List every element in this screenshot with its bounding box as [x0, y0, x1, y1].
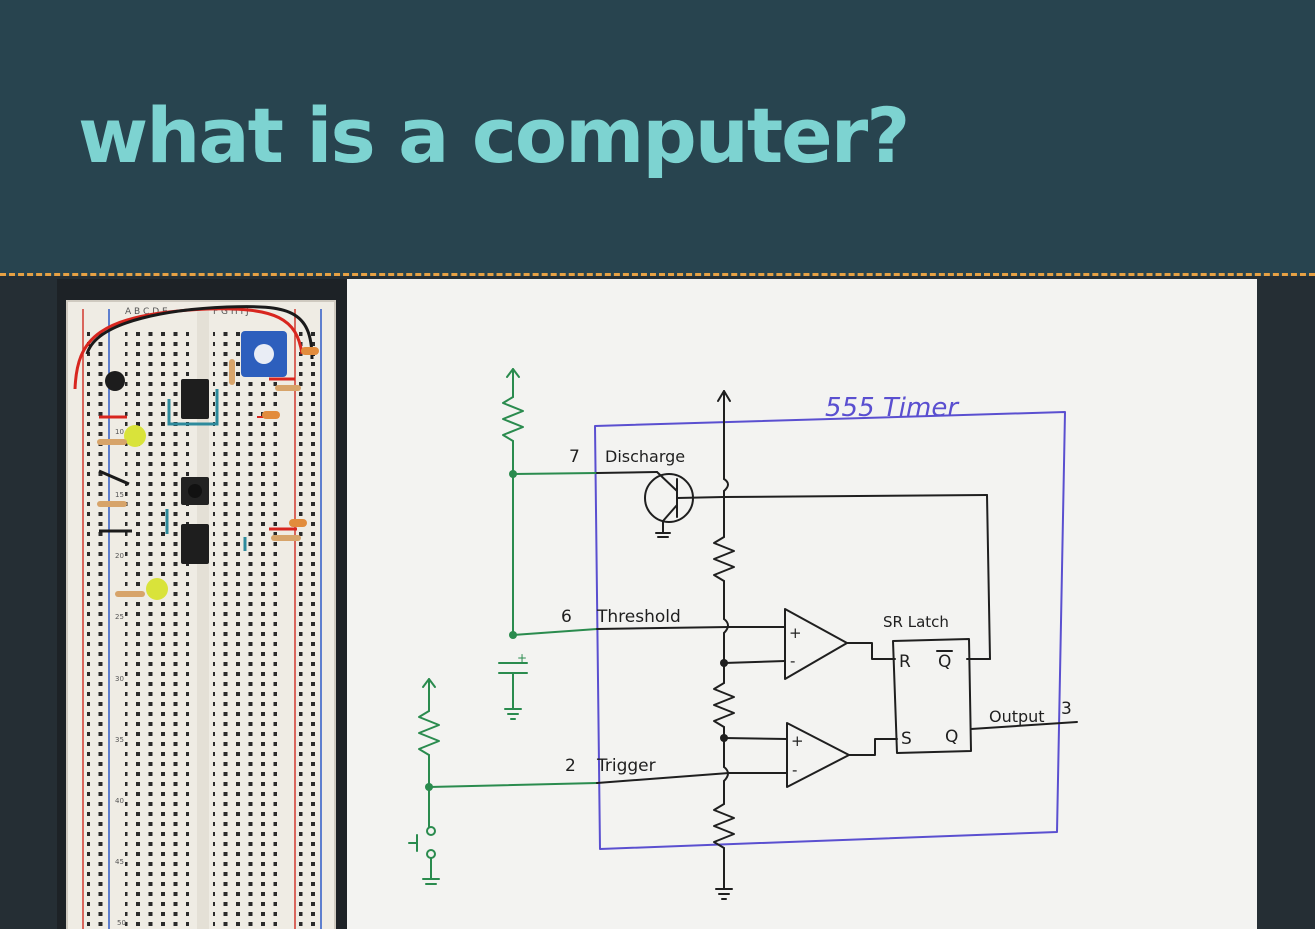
pin-number: 6 — [561, 607, 572, 627]
comparator-minus: - — [790, 652, 795, 670]
row-number: 50 — [117, 919, 126, 927]
ic-chip — [181, 379, 209, 419]
led — [146, 578, 168, 600]
comparator-plus: + — [789, 624, 802, 642]
row-number: 10 — [115, 428, 124, 436]
row-number: 40 — [115, 797, 124, 805]
timer-title: 555 Timer — [825, 393, 960, 423]
column-letters-right: F G H I J — [213, 307, 249, 317]
comparator-minus: - — [792, 761, 797, 779]
latch-title: SR Latch — [883, 613, 949, 631]
output-label: Output — [989, 707, 1045, 726]
photo-canvas: A B C D E F G H I J 10 15 20 25 30 35 40… — [57, 279, 1078, 929]
latch-q: Q — [945, 727, 958, 747]
timer-box — [594, 411, 1066, 850]
latch-r: R — [899, 652, 911, 672]
external-network — [408, 368, 598, 885]
row-number: 15 — [115, 491, 124, 499]
led — [124, 425, 146, 447]
comparator-plus: + — [791, 732, 804, 750]
breadboard: A B C D E F G H I J 10 15 20 25 30 35 40… — [57, 279, 347, 929]
pin-label-discharge: Discharge — [605, 447, 685, 466]
cap-plus: + — [517, 651, 527, 665]
column-letters: A B C D E — [125, 307, 168, 317]
row-number: 20 — [115, 552, 124, 560]
row-number: 30 — [115, 675, 124, 683]
pin-label-threshold: Threshold — [596, 607, 681, 627]
circuit-photo: A B C D E F G H I J 10 15 20 25 30 35 40… — [57, 279, 1257, 929]
header-divider — [0, 273, 1315, 276]
output-number: 3 — [1061, 699, 1072, 719]
latch-qbar: Q — [938, 652, 951, 672]
ic-chip — [181, 524, 209, 564]
slide-title: what is a computer? — [78, 91, 910, 180]
internal-circuit — [596, 390, 1078, 900]
pin-label-trigger: Trigger — [596, 756, 656, 776]
pin-number: 2 — [565, 756, 576, 776]
pin-number: 7 — [569, 447, 580, 467]
slide-header: what is a computer? — [0, 0, 1315, 276]
row-number: 45 — [115, 858, 124, 866]
row-number: 25 — [115, 613, 124, 621]
schematic-555: 555 Timer — [408, 368, 1078, 900]
row-number: 35 — [115, 736, 124, 744]
latch-s: S — [901, 729, 912, 749]
